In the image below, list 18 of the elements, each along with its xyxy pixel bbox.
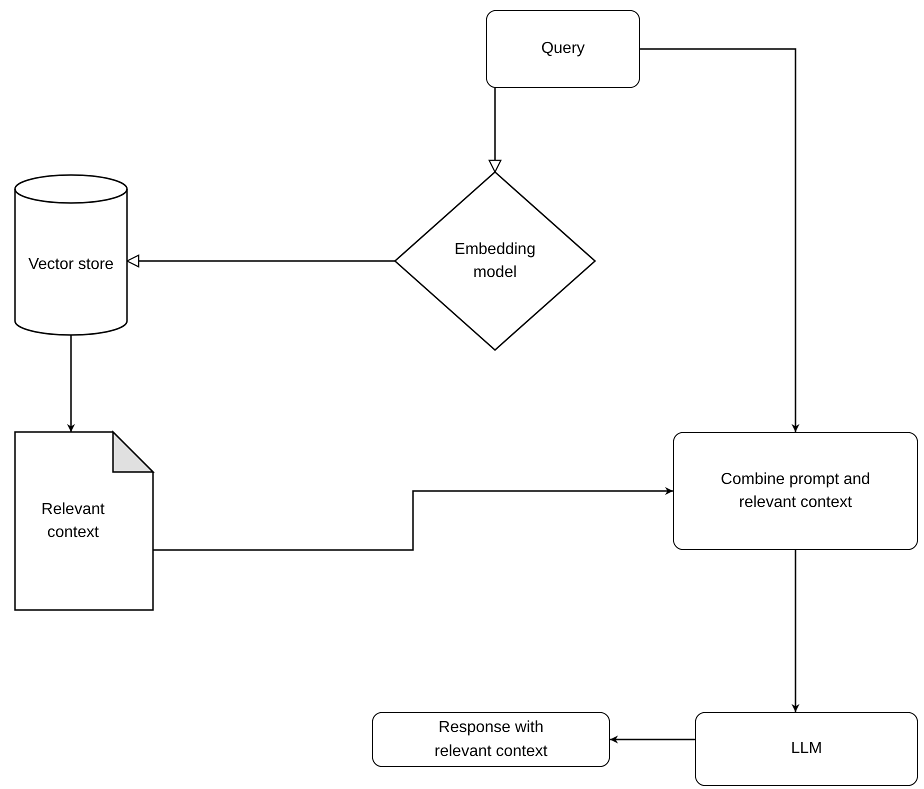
- arrow: [153, 487, 673, 551]
- process-box: [695, 712, 918, 786]
- node-label: Response with relevant context: [434, 718, 548, 762]
- arrow: [792, 550, 800, 712]
- node-label: Relevant context: [40, 500, 106, 543]
- arrow: [610, 736, 695, 744]
- node-label: LLM: [790, 739, 822, 760]
- process-box: [372, 712, 610, 767]
- arrow: [126, 254, 395, 268]
- arrow: [488, 88, 502, 173]
- node-label: Vector store: [28, 255, 114, 276]
- arrow: [640, 48, 800, 432]
- node-label: Combine prompt and relevant context: [720, 470, 872, 513]
- process-box: [673, 432, 918, 550]
- node-label: Query: [541, 39, 585, 60]
- process-box: [486, 10, 640, 88]
- arrow: [67, 335, 75, 432]
- node-label: Embedding model: [454, 240, 536, 283]
